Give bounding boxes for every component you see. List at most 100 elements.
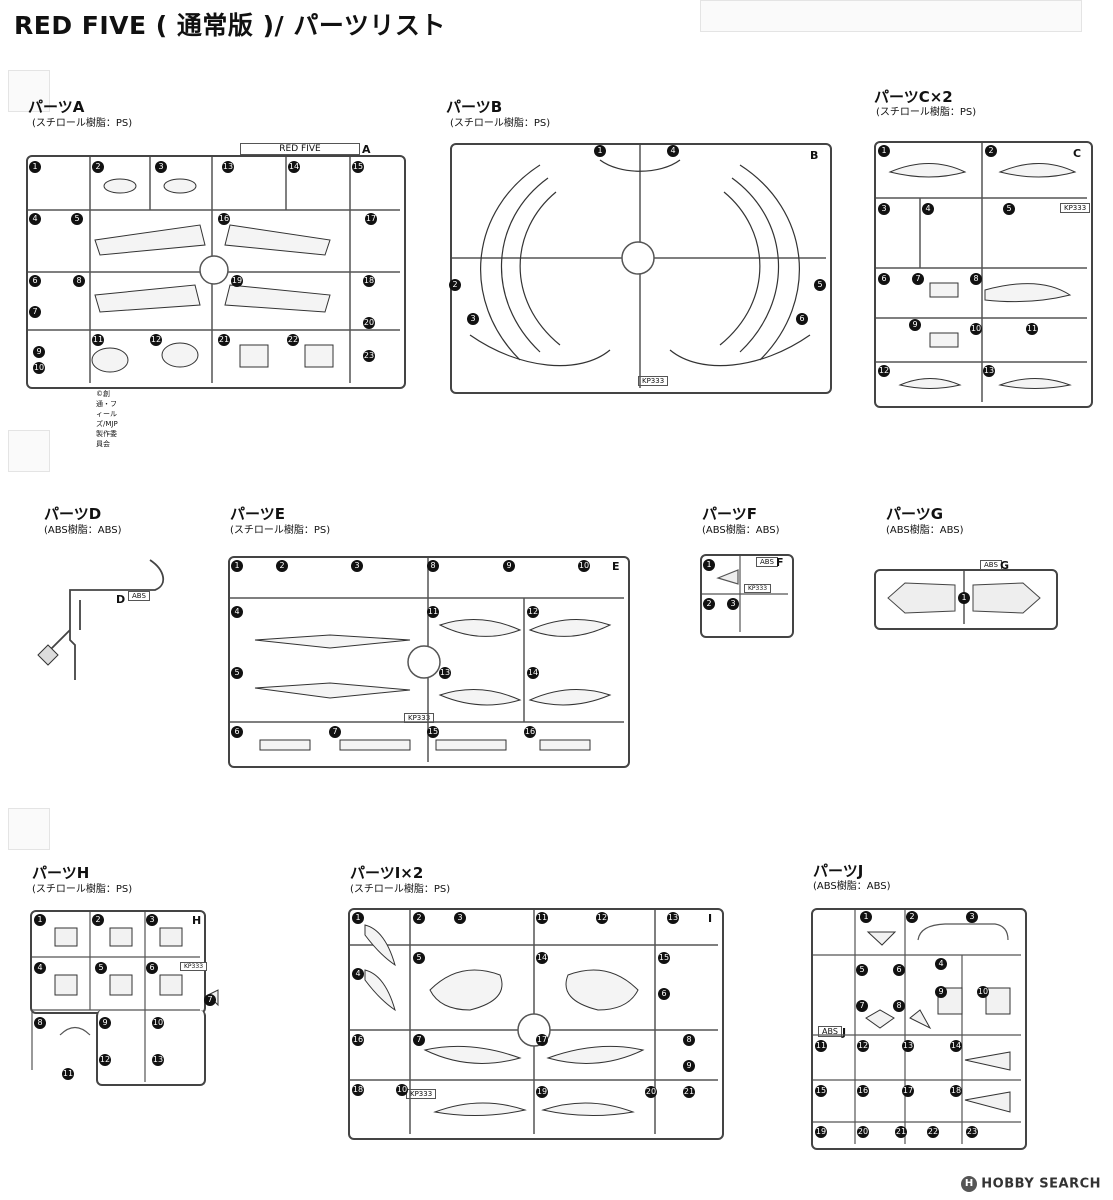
part-number-marker: 16 — [218, 213, 230, 225]
part-number-marker: 17 — [902, 1085, 914, 1097]
part-number-marker: 15 — [427, 726, 439, 738]
part-number-marker: 19 — [231, 275, 243, 287]
part-number-marker: 9 — [99, 1017, 111, 1029]
part-number-marker: 21 — [683, 1086, 695, 1098]
runner-material-tag: ABS — [756, 557, 778, 567]
part-number-marker: 2 — [906, 911, 918, 923]
part-number-marker: 11 — [62, 1068, 74, 1080]
part-number-marker: 2 — [985, 145, 997, 157]
part-number-marker: 4 — [935, 958, 947, 970]
part-title: パーツB — [446, 98, 503, 116]
part-number-marker: 17 — [365, 213, 377, 225]
part-number-marker: 14 — [527, 667, 539, 679]
part-number-marker: 16 — [352, 1034, 364, 1046]
runner-letter: I — [708, 912, 713, 925]
part-number-marker: 11 — [815, 1040, 827, 1052]
part-number-marker: 20 — [363, 317, 375, 329]
page-title: RED FIVE ( 通常版 )/ パーツリスト — [14, 11, 446, 40]
part-number-marker: 9 — [33, 346, 45, 358]
runner-code-tag: KP333 — [638, 376, 669, 386]
part-number-marker: 4 — [34, 962, 46, 974]
runner-letter: F — [776, 556, 784, 569]
part-number-marker: 21 — [218, 334, 230, 346]
part-number-marker: 10 — [33, 362, 45, 374]
runner-code-tag: KP333 — [1060, 203, 1091, 213]
part-number-marker: 3 — [155, 161, 167, 173]
part-number-marker: 12 — [857, 1040, 869, 1052]
background-ghost — [8, 430, 50, 472]
part-title: パーツH — [32, 864, 90, 882]
part-number-marker: 1 — [958, 592, 970, 604]
runner-letter: E — [612, 560, 620, 573]
part-number-marker: 14 — [950, 1040, 962, 1052]
part-title: パーツJ — [813, 862, 864, 880]
part-number-marker: 3 — [146, 914, 158, 926]
part-number-marker: 3 — [351, 560, 363, 572]
runner-letter: A — [362, 143, 371, 156]
part-number-marker: 8 — [893, 1000, 905, 1012]
part-material: (スチロール樹脂：PS) — [350, 884, 451, 895]
part-number-marker: 3 — [454, 912, 466, 924]
part-number-marker: 23 — [966, 1126, 978, 1138]
runner-material-tag: ABS — [128, 591, 150, 601]
part-number-marker: 10 — [977, 986, 989, 998]
part-number-marker: 1 — [703, 559, 715, 571]
part-number-marker: 14 — [288, 161, 300, 173]
part-number-marker: 10 — [578, 560, 590, 572]
part-number-marker: 1 — [860, 911, 872, 923]
part-number-marker: 2 — [276, 560, 288, 572]
runner-material-tag: ABS — [818, 1026, 842, 1037]
part-title: パーツI×2 — [350, 864, 424, 882]
part-number-marker: 6 — [231, 726, 243, 738]
runner-code-tag: KP333 — [406, 1089, 437, 1099]
part-number-marker: 10 — [970, 323, 982, 335]
part-number-marker: 18 — [950, 1085, 962, 1097]
part-number-marker: 9 — [683, 1060, 695, 1072]
part-number-marker: 7 — [29, 306, 41, 318]
part-number-marker: 4 — [231, 606, 243, 618]
part-number-marker: 11 — [1026, 323, 1038, 335]
part-number-marker: 7 — [413, 1034, 425, 1046]
part-number-marker: 13 — [439, 667, 451, 679]
part-number-marker: 3 — [878, 203, 890, 215]
watermark-text: HOBBY SEARCH — [981, 1176, 1101, 1192]
part-number-marker: 4 — [667, 145, 679, 157]
part-number-marker: 18 — [363, 275, 375, 287]
runner-letter: C — [1073, 147, 1082, 160]
part-number-marker: 12 — [150, 334, 162, 346]
part-number-marker: 6 — [658, 988, 670, 1000]
part-number-marker: 1 — [594, 145, 606, 157]
runner-material-tag: ABS — [980, 560, 1002, 570]
part-number-marker: 8 — [683, 1034, 695, 1046]
part-number-marker: 6 — [29, 275, 41, 287]
part-material: (スチロール樹脂：PS) — [876, 107, 977, 118]
part-number-marker: 3 — [727, 598, 739, 610]
part-number-marker: 13 — [667, 912, 679, 924]
part-number-marker: 4 — [352, 968, 364, 980]
runner-frame — [30, 910, 206, 1014]
part-number-marker: 13 — [902, 1040, 914, 1052]
part-material: (ABS樹脂：ABS) — [813, 881, 891, 892]
part-number-marker: 15 — [352, 161, 364, 173]
part-number-marker: 10 — [396, 1084, 408, 1096]
part-number-marker: 4 — [922, 203, 934, 215]
part-number-marker: 3 — [966, 911, 978, 923]
runner-letter: B — [810, 149, 819, 162]
part-material: (スチロール樹脂：PS) — [450, 118, 551, 129]
part-number-marker: 12 — [596, 912, 608, 924]
runner-frame — [874, 141, 1093, 408]
part-number-marker: 3 — [467, 313, 479, 325]
part-number-marker: 8 — [970, 273, 982, 285]
runner-frame-lower — [96, 1010, 206, 1086]
part-number-marker: 20 — [857, 1126, 869, 1138]
part-number-marker: 7 — [329, 726, 341, 738]
part-number-marker: 17 — [536, 1034, 548, 1046]
part-number-marker: 21 — [895, 1126, 907, 1138]
part-number-marker: 6 — [878, 273, 890, 285]
part-number-marker: 13 — [222, 161, 234, 173]
